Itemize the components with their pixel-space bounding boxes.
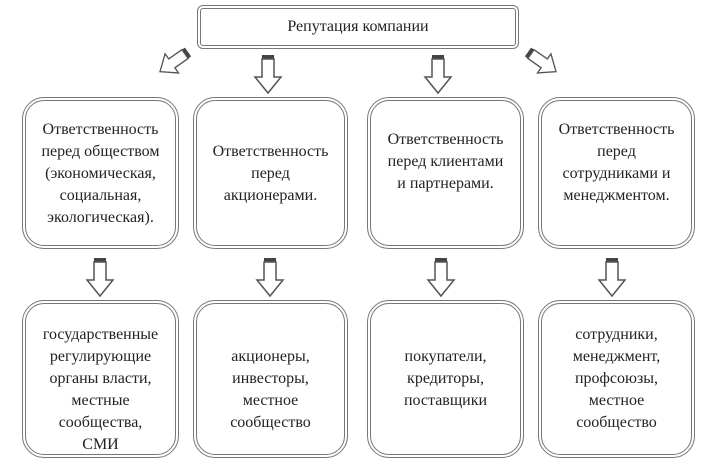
arrow-down-icon bbox=[254, 54, 282, 94]
arrow-down-icon bbox=[424, 54, 452, 94]
box-label: Ответственность перед сотрудниками и мен… bbox=[558, 121, 675, 204]
arrow-down-icon bbox=[598, 257, 626, 297]
box-label: Ответственность перед клиентами и партне… bbox=[387, 131, 504, 192]
box-label: акционеры, инвесторы, местное сообщество bbox=[230, 348, 311, 431]
arrow-down-icon bbox=[86, 257, 114, 297]
arrow-down-icon bbox=[256, 257, 284, 297]
responsibility-employees-box: Ответственность перед сотрудниками и мен… bbox=[538, 97, 695, 249]
responsibility-society-box: Ответственность перед обществом (экономи… bbox=[22, 97, 179, 249]
stakeholders-shareholders-box: акционеры, инвесторы, местное сообщество bbox=[193, 300, 348, 458]
company-reputation-box: Репутация компании bbox=[197, 5, 519, 49]
arrow-diagonal-right-icon bbox=[520, 41, 564, 82]
box-label: Ответственность перед обществом (экономи… bbox=[41, 121, 160, 226]
stakeholders-society-box: государственные регулирующие органы влас… bbox=[22, 300, 179, 458]
arrow-down-icon bbox=[427, 257, 455, 297]
root-label: Репутация компании bbox=[287, 18, 429, 35]
box-label: Ответственность перед акционерами. bbox=[212, 143, 329, 204]
arrow-diagonal-left-icon bbox=[152, 41, 196, 82]
box-label: государственные регулирующие органы влас… bbox=[42, 326, 159, 453]
responsibility-shareholders-box: Ответственность перед акционерами. bbox=[193, 97, 348, 249]
stakeholders-clients-box: покупатели, кредиторы, поставщики bbox=[367, 300, 524, 458]
box-label: сотрудники, менеджмент, профсоюзы, местн… bbox=[572, 326, 661, 431]
box-label: покупатели, кредиторы, поставщики bbox=[403, 348, 488, 409]
stakeholders-employees-box: сотрудники, менеджмент, профсоюзы, местн… bbox=[538, 300, 695, 458]
responsibility-clients-box: Ответственность перед клиентами и партне… bbox=[367, 97, 524, 249]
